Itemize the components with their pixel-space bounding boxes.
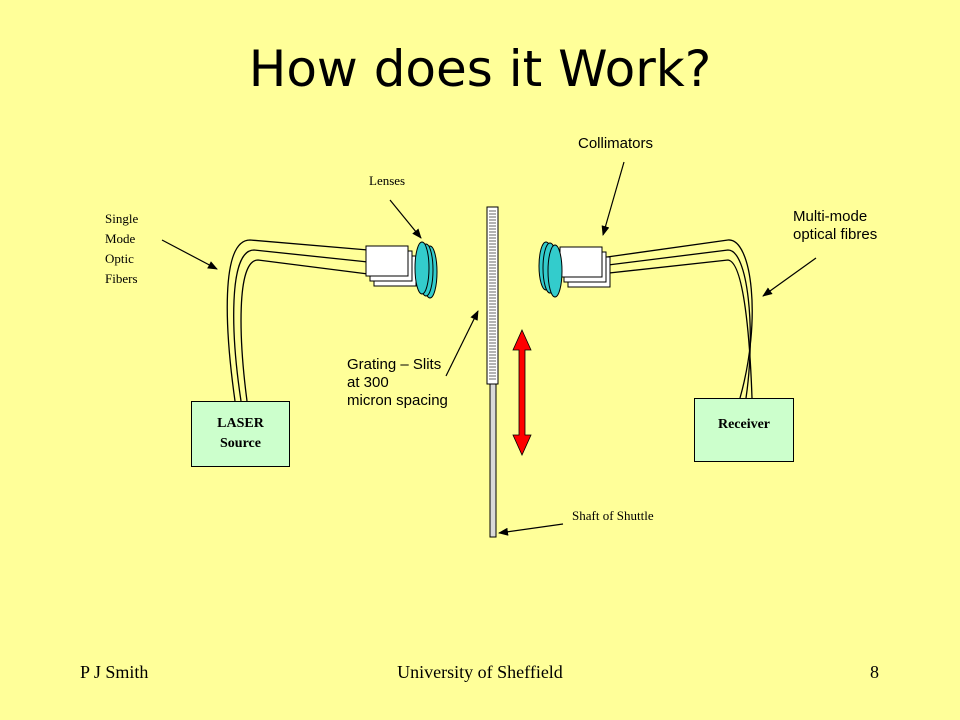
label-shaft: Shaft of Shuttle (572, 508, 654, 523)
label-multimode: Multi-mode optical fibres (793, 208, 878, 243)
label-single-mode: Single Mode Optic Fibers (105, 211, 139, 286)
left-fiber-holders (365, 245, 417, 287)
receiver-box: Receiver (694, 398, 794, 462)
footer-institution: University of Sheffield (397, 662, 563, 682)
shuttle-shaft (489, 383, 497, 538)
laser-source-box: LASER Source (191, 401, 290, 467)
multimode-fibers (599, 239, 753, 399)
slide-title: How does it Work? (248, 40, 712, 98)
label-grating: Grating – Slits at 300 micron spacing (347, 356, 448, 409)
grating-strip (486, 206, 499, 385)
single-mode-fibers (226, 239, 369, 402)
grating-slits (489, 210, 496, 380)
left-lenses (414, 241, 438, 299)
footer-author: P J Smith (80, 662, 149, 682)
label-collimators: Collimators (578, 135, 654, 152)
right-collimator-lenses (538, 241, 563, 298)
pointer-arrows (161, 161, 817, 536)
label-lenses: Lenses (369, 173, 406, 188)
right-collimator-holders (559, 246, 611, 288)
motion-arrow (512, 329, 532, 456)
footer-page-number: 8 (870, 662, 879, 682)
